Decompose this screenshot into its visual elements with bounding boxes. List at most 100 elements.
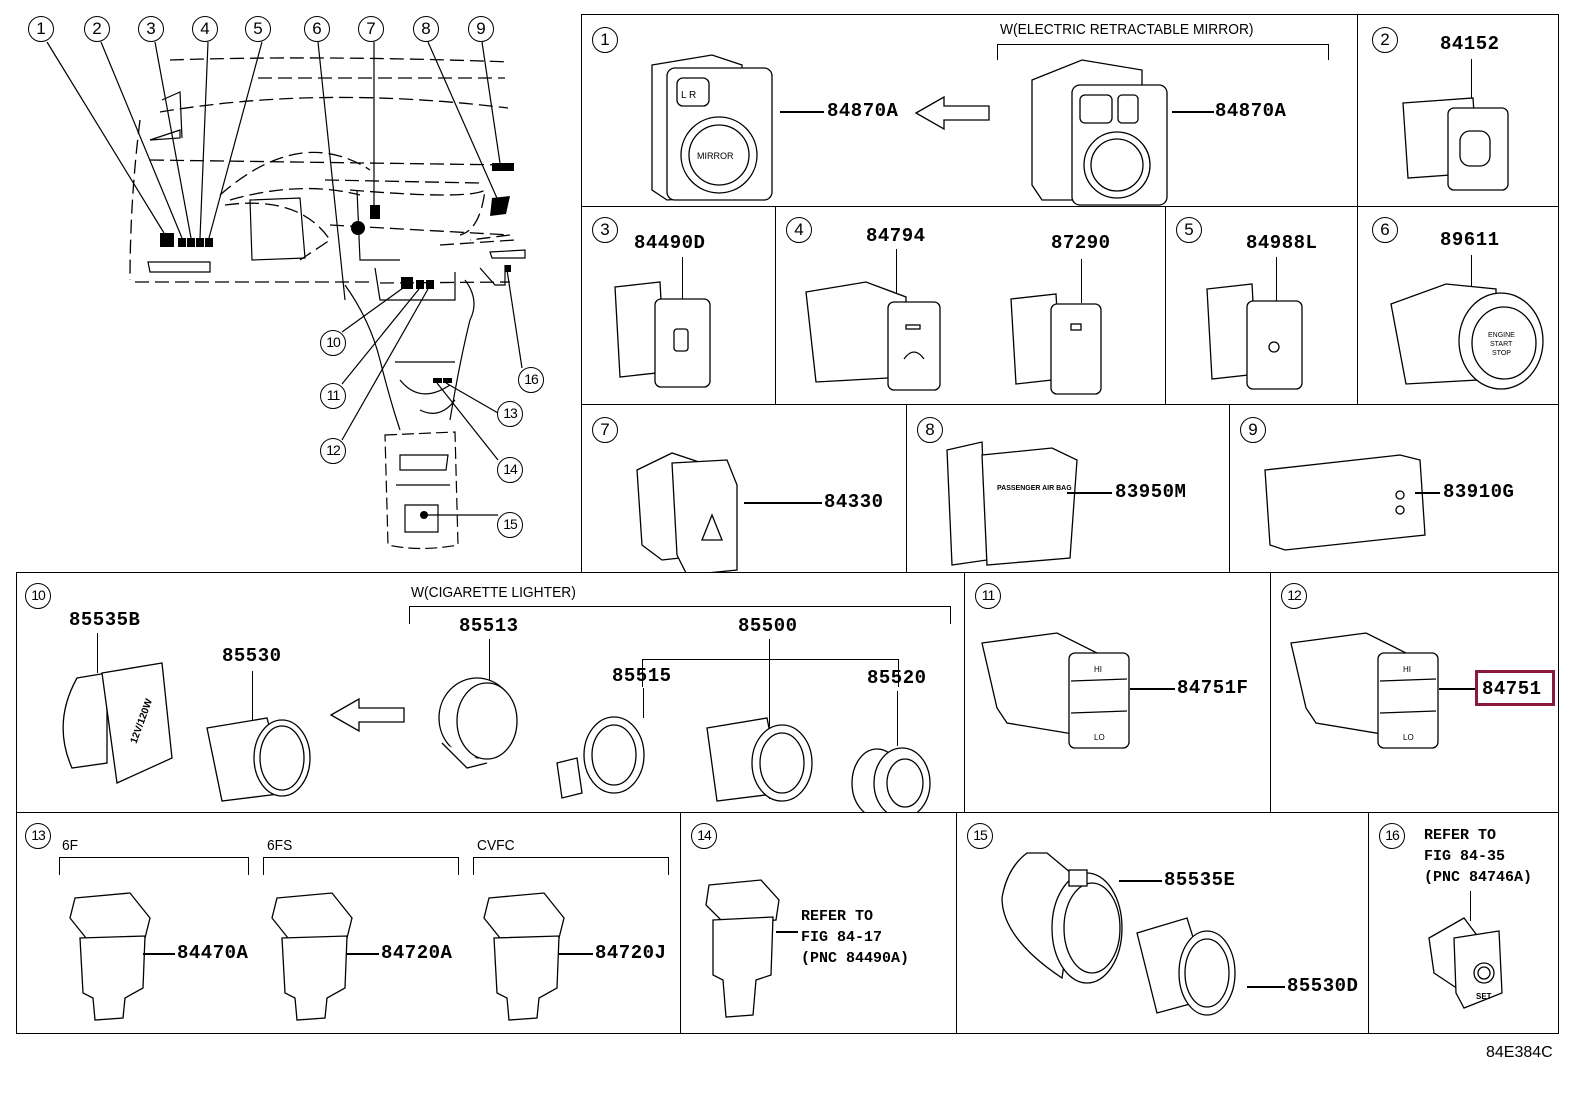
- overview-callout-6: 6: [304, 16, 330, 42]
- hazard-switch-illustration: [636, 452, 738, 576]
- hi-label: HI: [1094, 665, 1102, 674]
- cell-3-switch: 3 84490D: [581, 206, 777, 406]
- part-number[interactable]: 83910G: [1443, 481, 1515, 503]
- cell-8-airbag-indicator: 8 PASSENGER AIR BAG 83950M: [906, 404, 1231, 574]
- arrow-left-icon: [329, 697, 405, 733]
- part-number[interactable]: 84794: [866, 225, 926, 247]
- part-number[interactable]: 84751: [1482, 678, 1542, 700]
- cell-14-switch-reference: 14 REFER TO FIG 84-17 (PNC 84490A): [680, 812, 958, 1034]
- cell-number: 8: [917, 417, 943, 443]
- overview-callout-15: 15: [497, 512, 523, 538]
- condition-label: W(ELECTRIC RETRACTABLE MIRROR): [1000, 21, 1254, 38]
- defogger-switch-illustration: [805, 281, 941, 391]
- dashboard-sketch: [46, 41, 526, 550]
- overview-callout-4: 4: [192, 16, 218, 42]
- cell-9-indicator: 9 83910G: [1229, 404, 1559, 574]
- airbag-indicator-illustration: PASSENGER AIR BAG: [946, 441, 1078, 566]
- overview-callout-11: 11: [320, 383, 346, 409]
- set-switch-illustration: SET: [1428, 917, 1503, 1009]
- overview-callout-2: 2: [84, 16, 110, 42]
- part-number[interactable]: 84152: [1440, 33, 1500, 55]
- cell-number: 5: [1176, 217, 1202, 243]
- cell-number: 4: [786, 217, 812, 243]
- overview-callout-12: 12: [320, 438, 346, 464]
- lo-label: LO: [1094, 733, 1105, 742]
- switch-location-markers: [160, 163, 514, 519]
- variant-bracket: [59, 857, 249, 875]
- condition-bracket: [409, 606, 951, 624]
- part-number[interactable]: 89611: [1440, 229, 1500, 251]
- cell-10-power-outlet: 10 85535B 12V/120W 85530 W(CIGARETTE LIG…: [16, 572, 966, 819]
- condition-label: W(CIGARETTE LIGHTER): [411, 584, 576, 601]
- cell-number: 9: [1240, 417, 1266, 443]
- part-number[interactable]: 85530: [222, 645, 282, 667]
- overview-callout-8: 8: [413, 16, 439, 42]
- part-number[interactable]: 85500: [738, 615, 798, 637]
- cell-number: 14: [691, 823, 717, 849]
- overview-callout-9: 9: [468, 16, 494, 42]
- cell-number: 10: [25, 583, 51, 609]
- variant-bracket: [473, 857, 669, 875]
- refer-to-note[interactable]: REFER TO FIG 84-35 (PNC 84746A): [1424, 827, 1533, 886]
- overview-callout-7: 7: [358, 16, 384, 42]
- cell-15-power-outlet: 15 85535E 85530D: [956, 812, 1370, 1034]
- cell-5-switch: 5 84988L: [1165, 206, 1359, 406]
- variant-label: 6FS: [267, 837, 293, 854]
- cell-11-seat-heater-switch: 11 HI LO 84751F: [964, 572, 1272, 814]
- part-number[interactable]: 84870A: [1215, 100, 1287, 122]
- outlet-cap-illustration: [1001, 852, 1123, 984]
- start-label: START: [1490, 341, 1513, 348]
- switch-illustration: [1206, 283, 1303, 390]
- cell-12-seat-heater-switch: 12 HI LO 84751: [1270, 572, 1559, 814]
- switch-illustration: [69, 892, 151, 1021]
- cell-number: 16: [1379, 823, 1405, 849]
- cell-number: 13: [25, 823, 51, 849]
- part-number[interactable]: 85520: [867, 667, 927, 689]
- part-number[interactable]: 84988L: [1246, 232, 1318, 254]
- part-number[interactable]: 84720A: [381, 942, 453, 964]
- overview-callout-5: 5: [245, 16, 271, 42]
- mirror-switch-retractable-illustration: [1031, 59, 1168, 206]
- overview-callout-13: 13: [497, 401, 523, 427]
- outlet-cap-illustration: 12V/120W: [62, 662, 173, 784]
- cell-13-switch-variants: 13 6F 84470A 6FS 84720A CVFC 84720J: [16, 812, 682, 1034]
- part-number[interactable]: 85535E: [1164, 869, 1236, 891]
- part-number[interactable]: 85515: [612, 665, 672, 687]
- part-number[interactable]: 84720J: [595, 942, 667, 964]
- part-number[interactable]: 84330: [824, 491, 884, 513]
- overview-callout-3: 3: [138, 16, 164, 42]
- lighter-ring-illustration: [556, 716, 645, 799]
- part-number[interactable]: 84490D: [634, 232, 706, 254]
- overview-diagram: 1 2 3 4 5 6 7 8 9 10 11 12 13 14 15 16: [0, 0, 580, 570]
- part-number[interactable]: 87290: [1051, 232, 1111, 254]
- part-number[interactable]: 84870A: [827, 100, 899, 122]
- part-number[interactable]: 85513: [459, 615, 519, 637]
- highlighted-part-box[interactable]: 84751: [1475, 670, 1555, 706]
- condition-bracket: [997, 44, 1329, 60]
- refer-to-note[interactable]: REFER TO FIG 84-17 (PNC 84490A): [801, 908, 910, 967]
- lighter-holder-illustration: [438, 677, 518, 769]
- outlet-socket-illustration: [1136, 917, 1236, 1016]
- cell-number: 12: [1281, 583, 1307, 609]
- switch-illustration: [705, 879, 780, 1018]
- cell-number: 11: [975, 583, 1001, 609]
- lo-label: LO: [1403, 733, 1414, 742]
- part-number[interactable]: 84470A: [177, 942, 249, 964]
- cell-4-switches: 4 84794 87290: [775, 206, 1167, 406]
- seat-heater-switch-illustration: HI LO: [981, 632, 1130, 749]
- mirror-switch-standard-illustration: L R MIRROR: [651, 54, 773, 201]
- overview-callout-14: 14: [497, 457, 523, 483]
- lighter-plug-illustration: [851, 747, 931, 819]
- figure-id: 84E384C: [1486, 1044, 1553, 1061]
- part-number[interactable]: 84751F: [1177, 677, 1249, 699]
- variant-label: CVFC: [477, 837, 515, 854]
- cell-number: 6: [1372, 217, 1398, 243]
- start-stop-button-illustration: ENGINE START STOP: [1390, 283, 1544, 390]
- airbag-face-label: PASSENGER AIR BAG: [997, 485, 1072, 492]
- part-number[interactable]: 85535B: [69, 609, 141, 631]
- part-number[interactable]: 85530D: [1287, 975, 1359, 997]
- cell-7-hazard-switch: 7 84330: [581, 404, 908, 576]
- cell-1-mirror-switch: 1 W(ELECTRIC RETRACTABLE MIRROR) L R MIR…: [581, 14, 1359, 208]
- part-number[interactable]: 83950M: [1115, 481, 1187, 503]
- cell-number: 3: [592, 217, 618, 243]
